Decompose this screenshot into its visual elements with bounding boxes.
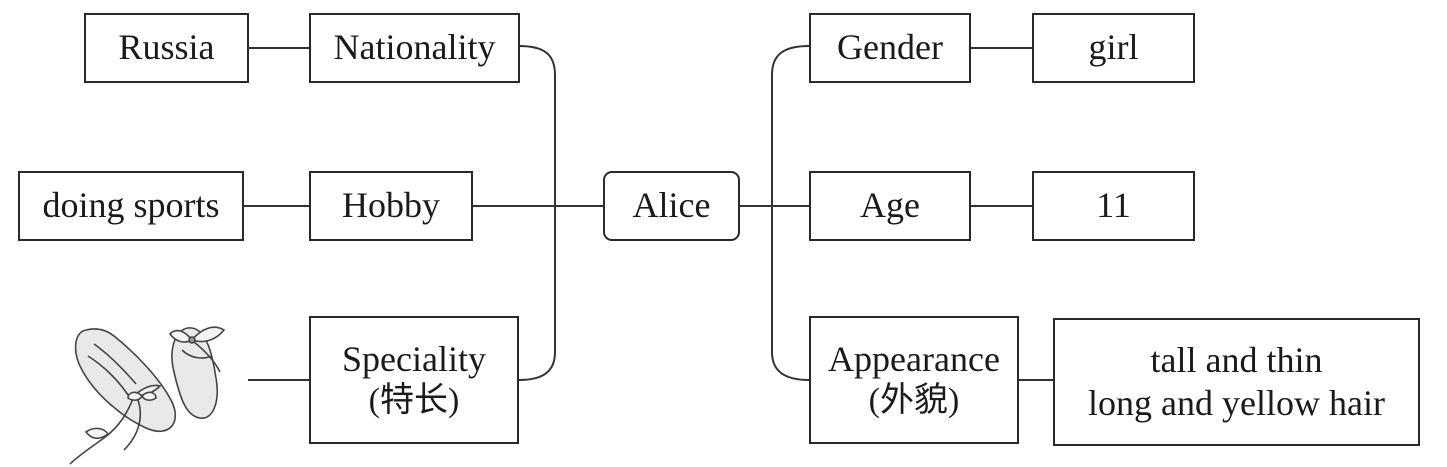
appearance-label: Appearance: [828, 339, 1000, 379]
appearance-box: Appearance (外貌): [809, 316, 1019, 444]
connector-right-bracket: [771, 45, 810, 381]
doing-sports-box: doing sports: [18, 171, 244, 241]
nationality-box: Nationality: [309, 13, 520, 83]
alice-box: Alice: [603, 171, 740, 241]
speciality-note: (特长): [368, 382, 460, 420]
age-value-box: 11: [1032, 171, 1195, 241]
age-value-label: 11: [1096, 185, 1131, 226]
speciality-label: Speciality: [342, 339, 486, 379]
age-box: Age: [809, 171, 971, 241]
hobby-box: Hobby: [309, 171, 473, 241]
alice-label: Alice: [632, 185, 711, 226]
russia-label: Russia: [118, 27, 215, 68]
appearance-note: (外貌): [868, 382, 960, 420]
gender-label: Gender: [837, 27, 943, 68]
age-label: Age: [860, 185, 920, 226]
girl-box: girl: [1032, 13, 1195, 83]
doing-sports-label: doing sports: [42, 185, 220, 226]
russia-box: Russia: [84, 13, 249, 83]
appearance-value-box: tall and thin long and yellow hair: [1053, 318, 1420, 446]
appearance-value-line2: long and yellow hair: [1088, 383, 1385, 423]
ballet-shoes-illustration: [69, 326, 226, 465]
speciality-box: Speciality (特长): [309, 316, 519, 444]
girl-label: girl: [1088, 27, 1139, 68]
gender-box: Gender: [809, 13, 971, 83]
appearance-value-line1: tall and thin: [1150, 339, 1323, 380]
connector-left-bracket: [518, 45, 556, 381]
nationality-label: Nationality: [333, 27, 496, 68]
hobby-label: Hobby: [342, 185, 440, 226]
